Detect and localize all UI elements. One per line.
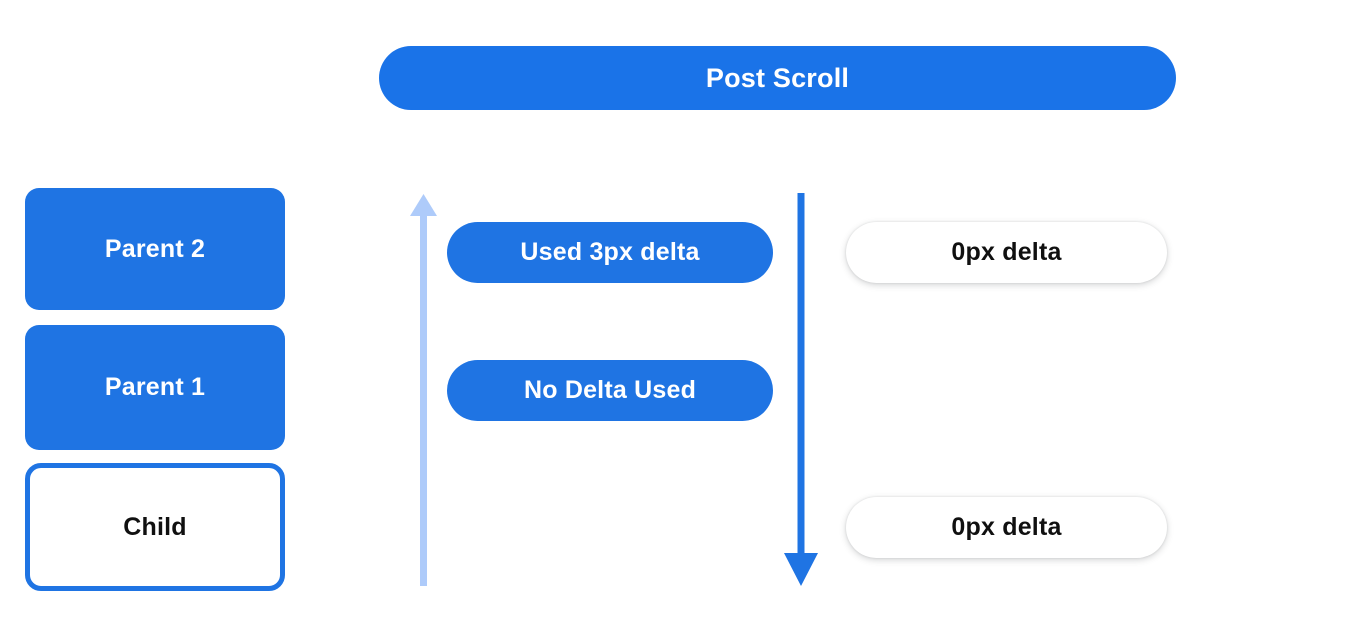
pill-used-delta-label: Used 3px delta bbox=[520, 238, 700, 266]
pill-no-delta-used-label: No Delta Used bbox=[523, 376, 697, 404]
banner-title: Post Scroll bbox=[705, 62, 850, 93]
pill-used-delta: Used 3px delta bbox=[447, 222, 773, 283]
pill-no-delta-used: No Delta Used bbox=[447, 360, 773, 421]
node-parent-2-label: Parent 2 bbox=[104, 234, 206, 263]
post-scroll-banner: Post Scroll bbox=[379, 46, 1176, 110]
pill-zero-delta-top: 0px delta bbox=[846, 222, 1167, 283]
node-parent-2: Parent 2 bbox=[25, 188, 285, 310]
arrow-up-icon bbox=[410, 194, 437, 586]
pill-zero-delta-top-label: 0px delta bbox=[951, 238, 1062, 266]
pill-zero-delta-bottom: 0px delta bbox=[846, 497, 1167, 558]
node-child: Child bbox=[25, 463, 285, 591]
node-parent-1-label: Parent 1 bbox=[104, 373, 206, 401]
node-child-label: Child bbox=[123, 512, 187, 541]
pill-zero-delta-bottom-label: 0px delta bbox=[951, 513, 1062, 541]
node-parent-1: Parent 1 bbox=[25, 325, 285, 450]
arrow-down-icon bbox=[784, 193, 818, 586]
